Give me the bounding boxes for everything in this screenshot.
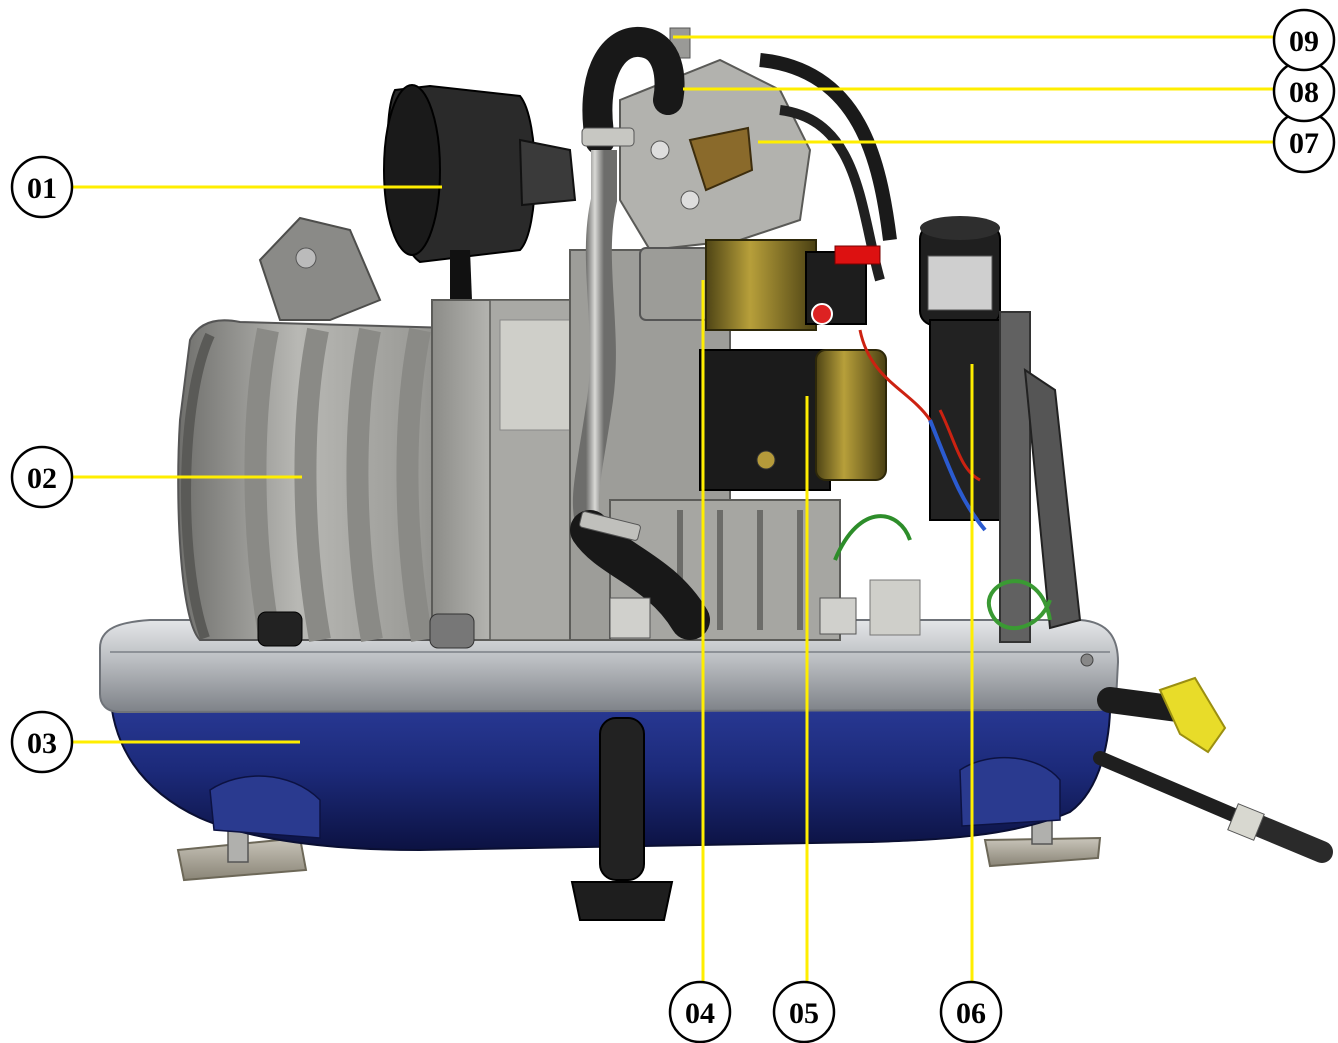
mount-bracket	[258, 216, 382, 321]
callout-label-07: 07	[1289, 127, 1319, 160]
exhaust-hoses	[1093, 676, 1333, 863]
callout-label-09: 09	[1289, 25, 1319, 58]
callout-label-05: 05	[789, 997, 819, 1030]
generator-illustration	[99, 27, 1333, 921]
callout-label-02: 02	[27, 462, 57, 495]
callout-02: 02	[10, 445, 74, 509]
leader-lines	[72, 35, 1275, 983]
air-filter	[383, 84, 577, 300]
callout-04: 04	[668, 980, 732, 1043]
callout-01: 01	[10, 155, 74, 219]
wiring	[833, 329, 1052, 630]
callout-09: 09	[1272, 8, 1336, 72]
callout-label-04: 04	[685, 997, 715, 1030]
callout-label-08: 08	[1289, 76, 1319, 109]
aluminium-rim	[99, 619, 1120, 714]
mounting-feet	[176, 807, 1102, 882]
exhaust-pipe	[570, 150, 710, 640]
starter-motor	[699, 349, 887, 491]
callout-label-01: 01	[27, 172, 57, 205]
callout-06: 06	[939, 980, 1003, 1043]
front-fittings	[257, 597, 857, 649]
callout-label-03: 03	[27, 727, 57, 760]
callout-03: 03	[10, 710, 74, 774]
starter-solenoid	[639, 239, 881, 331]
callout-05: 05	[772, 980, 836, 1043]
callout-label-06: 06	[956, 997, 986, 1030]
tray-latch	[570, 717, 674, 921]
callouts: 01 02 03 04 05 06 07 08	[10, 8, 1336, 1043]
fuel-pump	[919, 216, 1082, 643]
callout-08: 08	[1272, 59, 1336, 123]
